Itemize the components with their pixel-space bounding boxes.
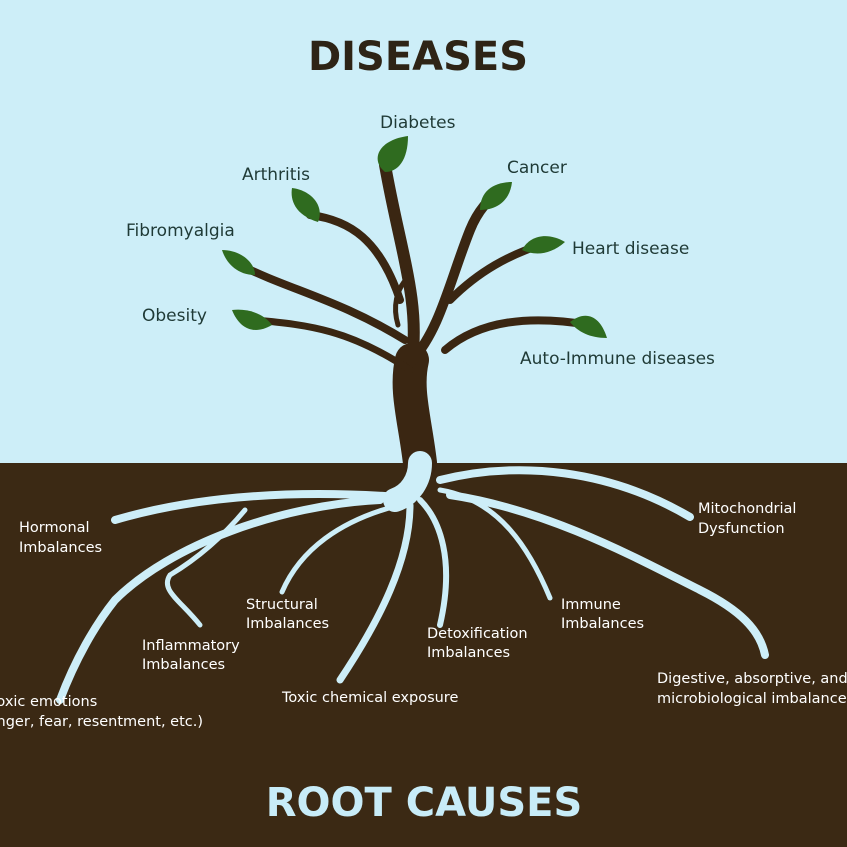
leaf-diabetes	[377, 136, 408, 172]
disease-label: Cancer	[507, 158, 567, 178]
tree-trunk-and-branches	[236, 159, 594, 480]
disease-labels: Diabetes Arthritis Cancer Fibromyalgia H…	[126, 113, 715, 369]
root-label: Inflammatory	[142, 638, 240, 654]
root-label: Immune	[561, 597, 621, 613]
leaf-auto-immune	[570, 315, 607, 338]
leaves	[222, 136, 607, 338]
leaf-cancer	[480, 182, 512, 210]
root-label: microbiological imbalances	[657, 691, 847, 707]
leaf-fibromyalgia	[222, 250, 255, 275]
root-label: Hormonal	[19, 520, 90, 536]
disease-label: Auto-Immune diseases	[520, 349, 715, 369]
root-label: Imbalances	[19, 540, 102, 556]
root-cause-labels: Hormonal Imbalances Mitochondrial Dysfun…	[0, 501, 847, 730]
root-label: Digestive, absorptive, and	[657, 671, 847, 687]
root-label: Detoxification	[427, 626, 528, 642]
soil-background	[0, 463, 847, 847]
root-label: Toxic chemical exposure	[281, 690, 458, 706]
root-label: Structural	[246, 597, 318, 613]
root-label: Mitochondrial	[698, 501, 796, 517]
root-label: Imbalances	[246, 616, 329, 632]
root-causes-title: ROOT CAUSES	[266, 780, 583, 826]
root-label: Dysfunction	[698, 521, 785, 537]
diseases-title: DISEASES	[308, 34, 528, 80]
leaf-heart-disease	[522, 236, 565, 254]
disease-label: Heart disease	[572, 239, 689, 259]
root-label: Toxic emotions	[0, 694, 97, 710]
leaf-arthritis	[291, 188, 320, 222]
root-label: Imbalances	[142, 657, 225, 673]
root-label: Imbalances	[427, 645, 510, 661]
leaf-obesity	[232, 309, 272, 330]
root-label: (anger, fear, resentment, etc.)	[0, 714, 203, 730]
disease-label: Fibromyalgia	[126, 221, 235, 241]
disease-label: Diabetes	[380, 113, 456, 133]
disease-label: Arthritis	[242, 165, 310, 185]
roots	[56, 451, 769, 704]
disease-label: Obesity	[142, 306, 207, 326]
root-label: Imbalances	[561, 616, 644, 632]
